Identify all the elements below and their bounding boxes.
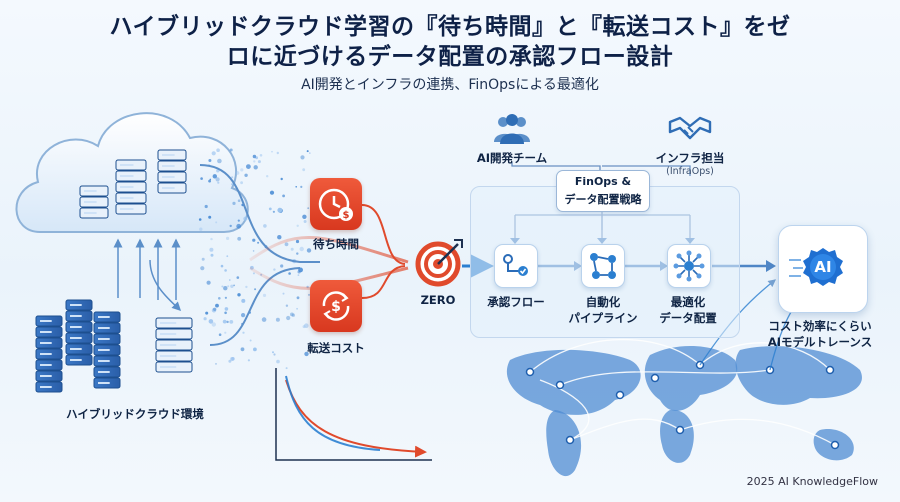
- approval-flow-node: [494, 244, 538, 288]
- clock-coin-icon: $: [318, 188, 353, 221]
- svg-text:$: $: [331, 299, 341, 315]
- optimized-placement-node: [667, 244, 711, 288]
- infra-team-label: インフラ担当: [655, 151, 725, 165]
- finops-line-2: データ配置戦略: [564, 193, 642, 206]
- wait-time-box: $: [310, 178, 362, 230]
- result-line-2: AIモデルトレーンス: [767, 335, 873, 349]
- pipeline-icon: [590, 253, 616, 279]
- network-icon: [673, 250, 705, 282]
- ai-result-box: AI: [778, 225, 868, 313]
- people-icon: [492, 112, 532, 146]
- footer-credit: 2025 AI KnowledgeFlow: [746, 475, 878, 488]
- target-icon: [415, 239, 463, 287]
- flow-step-2-line-1: 自動化: [585, 295, 621, 309]
- result-line-1: コスト効率にくらい: [768, 319, 872, 333]
- ai-team-label: AI開発チーム: [476, 151, 548, 165]
- svg-text:$: $: [343, 210, 350, 221]
- ai-chip-icon: [789, 248, 843, 286]
- decay-curve-chart: [275, 368, 432, 461]
- dollar-cycle-icon: $: [322, 291, 350, 321]
- finops-box: FinOps & データ配置戦略: [556, 170, 650, 212]
- transfer-cost-label: 転送コスト: [307, 341, 365, 355]
- infra-team-sub: (InfraOps): [666, 166, 714, 177]
- ai-badge-text: AI: [814, 258, 832, 276]
- automation-pipeline-node: [581, 244, 625, 288]
- flow-step-2-line-2: パイプライン: [568, 311, 638, 325]
- wait-time-label: 待ち時間: [313, 237, 359, 251]
- zero-label: ZERO: [420, 293, 456, 307]
- subtitle: AI開発とインフラの連携、FinOpsによる最適化: [301, 77, 599, 93]
- finops-line-1: FinOps &: [574, 175, 632, 188]
- transfer-cost-box: $: [310, 280, 362, 332]
- title-line-2: ロに近づけるデータ配置の承認フロー設計: [226, 44, 674, 70]
- server-rack-icon: [35, 299, 193, 393]
- hybrid-cloud-label: ハイブリッドクラウド環境: [66, 407, 204, 421]
- world-map-icon: [506, 345, 862, 477]
- server-rack-icon: [79, 149, 187, 219]
- flow-step-1-label: 承認フロー: [487, 295, 545, 309]
- title-line-1: ハイブリッドクラウド学習の『待ち時間』と『転送コスト』をゼ: [109, 14, 791, 40]
- handshake-icon: [668, 112, 712, 144]
- flow-step-3-line-2: データ配置: [659, 311, 717, 325]
- flow-step-3-line-1: 最適化: [670, 295, 706, 309]
- flow-icon: [503, 254, 528, 276]
